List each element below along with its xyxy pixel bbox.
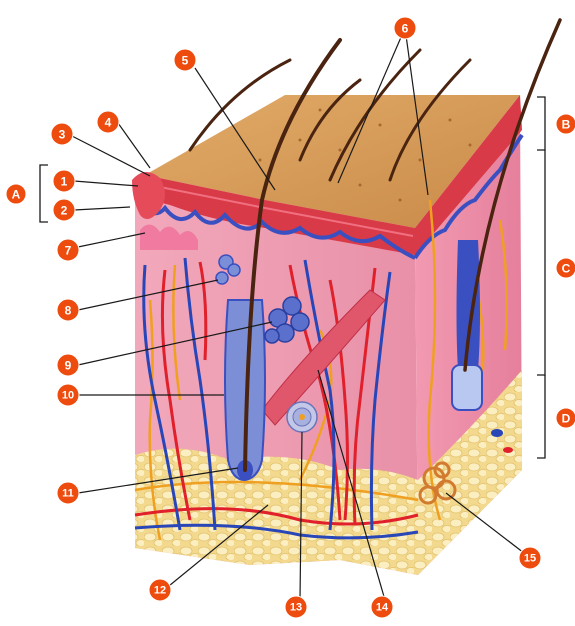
callout-9: 9 [57, 354, 79, 376]
badge-label: 7 [65, 244, 72, 258]
callout-6: 6 [394, 17, 416, 39]
callout-10: 10 [57, 384, 79, 406]
badge-label: 11 [62, 488, 74, 500]
badge-label: B [562, 118, 571, 132]
callout-13: 13 [285, 596, 307, 618]
badge-label: 9 [65, 359, 72, 373]
right-hair-bulb [452, 365, 482, 410]
layer-label-d: D [556, 408, 575, 428]
bracket-c [537, 150, 545, 375]
callout-2: 2 [53, 199, 75, 221]
right-vessel-cross-section [491, 429, 503, 437]
callout-7: 7 [57, 239, 79, 261]
callout-1: 1 [53, 170, 75, 192]
bracket-a [40, 165, 48, 222]
badge-label: C [562, 262, 571, 276]
callout-14: 14 [371, 596, 393, 618]
badge-label: 1 [61, 175, 68, 189]
lamellar-corpuscle [287, 402, 317, 432]
badge-label: 15 [524, 553, 536, 565]
badge-label: 13 [290, 602, 302, 614]
badge-label: 10 [62, 390, 74, 402]
badge-label: 3 [59, 128, 66, 142]
bracket-d [537, 375, 545, 458]
callout-15: 15 [519, 547, 541, 569]
layer-label-a: A [6, 184, 26, 204]
badge-label: 14 [376, 602, 389, 614]
badge-label: A [12, 188, 21, 202]
badge-label: D [562, 412, 571, 426]
callout-12: 12 [149, 579, 171, 601]
badge-label: 6 [402, 22, 409, 36]
badge-label: 5 [182, 54, 189, 68]
callout-4: 4 [97, 111, 119, 133]
bracket-b [537, 97, 545, 150]
callout-11: 11 [57, 482, 79, 504]
callout-5: 5 [174, 49, 196, 71]
callout-3: 3 [51, 123, 73, 145]
layer-label-b: B [556, 114, 575, 134]
callout-8: 8 [57, 299, 79, 321]
badge-label: 4 [105, 116, 112, 130]
badge-label: 8 [65, 304, 72, 318]
badge-label: 12 [154, 585, 166, 597]
skin-block-illustration [132, 20, 560, 575]
layer-label-c: C [556, 258, 575, 278]
badge-label: 2 [61, 204, 68, 218]
right-artery-cross-section [503, 447, 513, 453]
